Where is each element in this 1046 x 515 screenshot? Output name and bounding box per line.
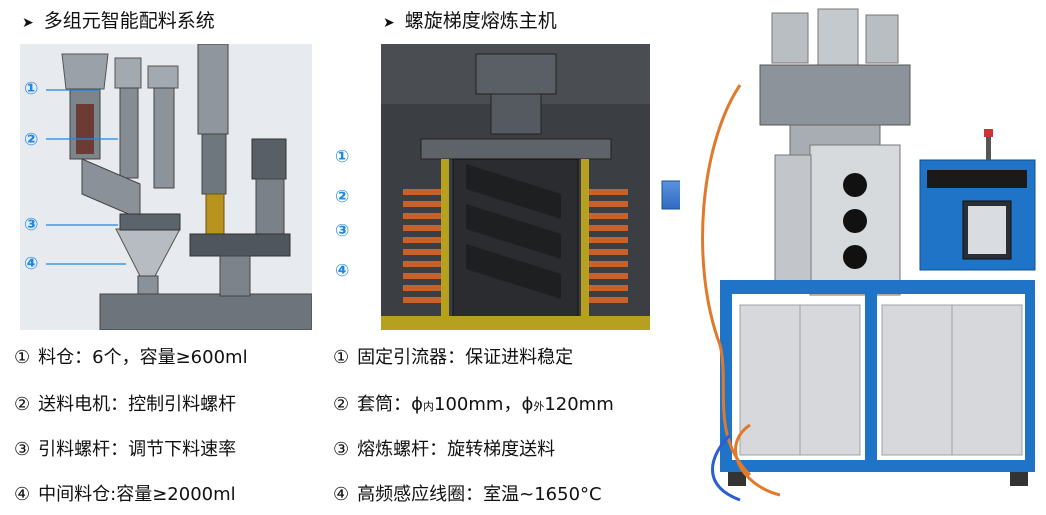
middle-marker-3: ③ <box>335 221 350 241</box>
middle-item-2-pre: 套筒：ϕ <box>357 394 424 415</box>
left-item-2-text: 送料电机：控制引料螺杆 <box>38 394 237 415</box>
left-item-4-number: ④ <box>14 484 31 505</box>
heading-left: ➤ 多组元智能配料系统 <box>22 9 215 35</box>
middle-item-4: ④ 高频感应线圈：室温~1650°C <box>333 484 602 506</box>
middle-marker-2: ② <box>335 187 350 207</box>
left-item-1-text: 料仓：6个，容量≥600ml <box>38 347 248 368</box>
left-item-1: ① 料仓：6个，容量≥600ml <box>14 347 248 369</box>
middle-item-4-number: ④ <box>333 484 350 505</box>
middle-item-2-outer-sub: 外 <box>533 400 545 413</box>
bullet-arrow-icon: ➤ <box>383 15 395 31</box>
left-item-3-text: 引料螺杆：调节下料速率 <box>38 439 237 460</box>
middle-item-2-post: 120mm <box>544 394 614 415</box>
bullet-arrow-icon: ➤ <box>22 15 34 31</box>
machine-photo <box>680 5 1042 510</box>
left-marker-3: ③ <box>24 215 39 235</box>
left-item-2-number: ② <box>14 394 31 415</box>
machine-illustration <box>701 8 1036 502</box>
left-marker-2: ② <box>24 130 39 150</box>
middle-item-2: ② 套筒：ϕ内100mm，ϕ外120mm <box>333 394 614 418</box>
left-marker-1: ① <box>24 79 39 99</box>
heading-middle: ➤ 螺旋梯度熔炼主机 <box>383 9 557 35</box>
left-item-4-text: 中间料仓:容量≥2000ml <box>38 484 236 505</box>
left-item-1-number: ① <box>14 347 31 368</box>
middle-marker-4: ④ <box>335 261 350 281</box>
left-item-2: ② 送料电机：控制引料螺杆 <box>14 394 236 416</box>
middle-item-3-text: 熔炼螺杆：旋转梯度送料 <box>357 439 556 460</box>
feeding-system-cad-image <box>20 44 312 330</box>
middle-item-4-text: 高频感应线圈：室温~1650°C <box>357 484 602 505</box>
heading-middle-text: 螺旋梯度熔炼主机 <box>404 10 557 32</box>
middle-item-3-number: ③ <box>333 439 350 460</box>
middle-item-2-inner-sub: 内 <box>423 400 435 413</box>
left-item-3-number: ③ <box>14 439 31 460</box>
left-item-3: ③ 引料螺杆：调节下料速率 <box>14 439 236 461</box>
melting-host-cross-section-image <box>381 44 650 330</box>
melting-host-drawing <box>381 44 650 330</box>
middle-item-3: ③ 熔炼螺杆：旋转梯度送料 <box>333 439 555 461</box>
middle-item-1: ① 固定引流器：保证进料稳定 <box>333 347 573 369</box>
left-marker-4: ④ <box>24 254 39 274</box>
middle-item-1-number: ① <box>333 347 350 368</box>
middle-marker-1: ① <box>335 147 350 167</box>
middle-item-2-mid: 100mm，ϕ <box>434 394 534 415</box>
feeding-system-drawing <box>20 44 312 330</box>
heading-left-text: 多组元智能配料系统 <box>43 10 215 32</box>
middle-item-1-text: 固定引流器：保证进料稳定 <box>357 347 574 368</box>
middle-item-2-number: ② <box>333 394 350 415</box>
left-item-4: ④ 中间料仓:容量≥2000ml <box>14 484 236 506</box>
